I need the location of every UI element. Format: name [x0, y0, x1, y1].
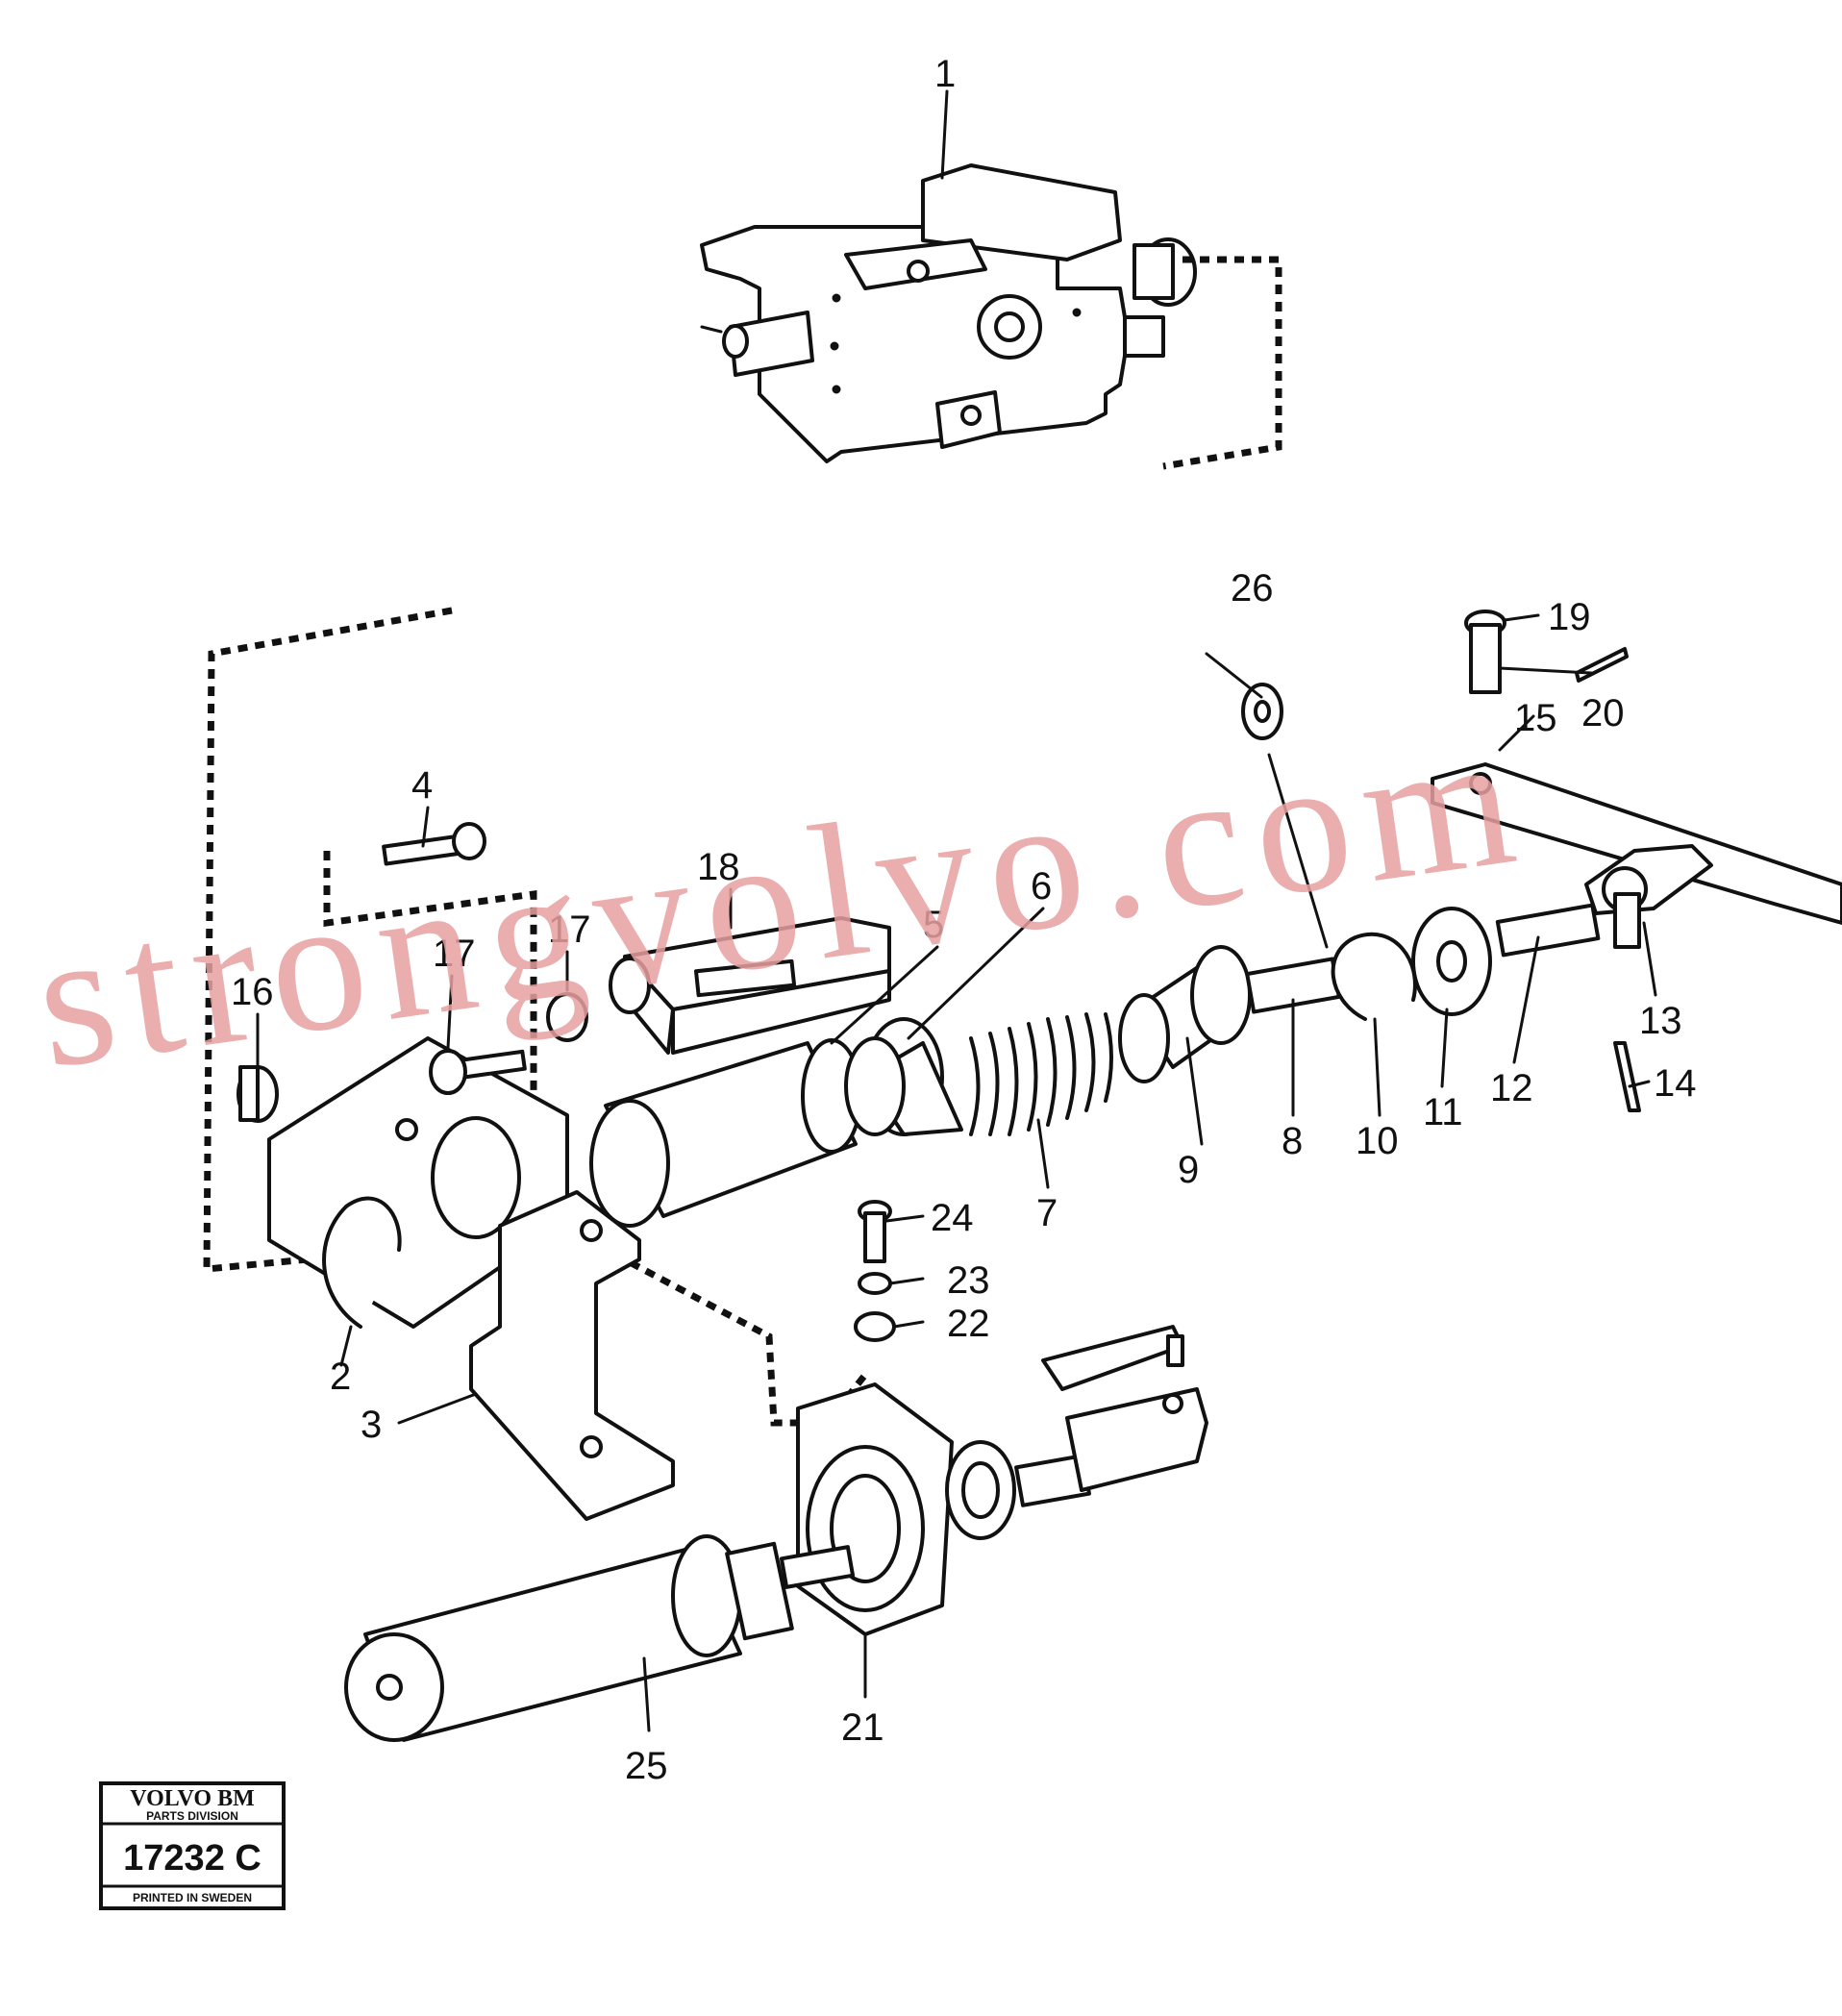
callout-6: 6	[1031, 865, 1052, 908]
stamp-brand: VOLVO BM	[130, 1786, 255, 1811]
leader-lines	[256, 89, 1657, 1732]
callout-labels: 1 2 3 4 5 6 7 8 9 10 11 12 13 14 15 16 1…	[231, 53, 1697, 1787]
cotter-pin-14	[1613, 1041, 1641, 1112]
washer-26	[1241, 683, 1283, 740]
callout-5: 5	[923, 904, 944, 946]
sleeve-9	[1118, 945, 1252, 1083]
rod-end-clevis	[945, 1325, 1208, 1540]
assembly-dashed-line-left	[203, 607, 453, 1273]
piston-6	[844, 1017, 963, 1136]
screw-24	[858, 1200, 892, 1263]
callout-16: 16	[231, 971, 274, 1013]
callout-8: 8	[1282, 1120, 1303, 1162]
assembly-dashed-line-bracket	[323, 851, 537, 1106]
callout-11: 11	[1423, 1091, 1463, 1133]
callout-26: 26	[1231, 567, 1274, 610]
circlip-2	[322, 1196, 402, 1329]
split-pin-20	[1575, 647, 1629, 683]
clevis-18	[609, 916, 891, 1055]
callout-23: 23	[947, 1259, 990, 1302]
callout-7: 7	[1036, 1192, 1058, 1234]
callout-14: 14	[1654, 1062, 1697, 1105]
callout-19: 19	[1548, 596, 1591, 638]
stamp-division: PARTS DIVISION	[146, 1809, 238, 1823]
nut-17	[546, 992, 588, 1042]
lever-15	[1431, 762, 1842, 925]
outer-cylinder-25	[344, 1534, 856, 1742]
callout-3: 3	[361, 1404, 382, 1446]
pin-19	[1464, 610, 1506, 694]
callout-21: 21	[841, 1706, 884, 1749]
rod-12	[1495, 903, 1601, 958]
screw-4	[382, 822, 486, 866]
callout-10: 10	[1356, 1120, 1399, 1162]
callout-9: 9	[1178, 1149, 1199, 1191]
stamp-printed: PRINTED IN SWEDEN	[133, 1891, 252, 1904]
callout-2: 2	[330, 1356, 351, 1398]
bolt-17	[429, 1049, 527, 1095]
callout-25: 25	[625, 1745, 668, 1787]
callout-15: 15	[1514, 697, 1557, 739]
callout-1: 1	[934, 53, 956, 95]
callout-20: 20	[1581, 692, 1625, 734]
cylinder-5	[589, 1038, 862, 1228]
bracket-3	[469, 1190, 675, 1521]
link-13	[1584, 844, 1713, 949]
washer-23	[858, 1272, 892, 1295]
flange-21	[796, 1382, 954, 1636]
callout-13: 13	[1639, 1000, 1682, 1042]
callout-17-nut: 17	[548, 908, 591, 951]
spring-7	[969, 1012, 1113, 1136]
washer-26-arrow	[1267, 753, 1329, 949]
washer-11	[1411, 907, 1492, 1016]
callout-12: 12	[1490, 1067, 1533, 1109]
parts-division-stamp: VOLVO BM PARTS DIVISION 17232 C PRINTED …	[99, 1781, 286, 1910]
callout-4: 4	[411, 764, 433, 807]
callout-22: 22	[947, 1303, 990, 1345]
callout-17-bolt: 17	[433, 933, 476, 975]
stamp-number: 17232 C	[123, 1838, 261, 1879]
watermark: strongvolvo.com	[24, 690, 1538, 1109]
nut-22	[854, 1311, 896, 1342]
callout-18: 18	[697, 846, 740, 888]
callout-24: 24	[931, 1197, 974, 1239]
control-valve-block	[700, 163, 1197, 463]
circlip-10	[1331, 932, 1417, 1021]
